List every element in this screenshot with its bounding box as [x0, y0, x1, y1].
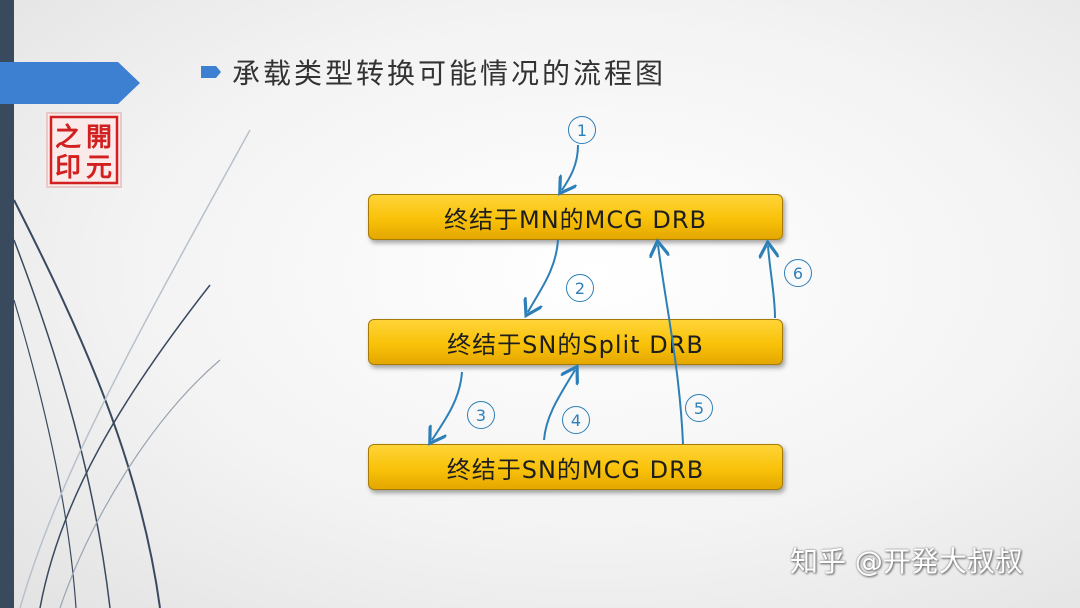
arrow-2: [528, 239, 559, 312]
box-sn-split-drb: 终结于SN的Split DRB: [368, 319, 783, 365]
arrow-label-3: 3: [467, 401, 495, 429]
seal-logo: 之 開 印 元: [46, 112, 122, 188]
arrow-label-5: 5: [685, 394, 713, 422]
seal-logo-mark: 之 開 印 元: [49, 115, 119, 185]
arrow-label-6: 6: [784, 259, 812, 287]
arrow-label-4: 4: [562, 406, 590, 434]
page-title: 承载类型转换可能情况的流程图: [232, 57, 667, 90]
arrow-label-2: 2: [566, 274, 594, 302]
arrow-label-1: 1: [568, 116, 596, 144]
left-sidebar-bar: [0, 0, 14, 608]
arrow-6: [768, 246, 775, 319]
seal-char-1: 之: [55, 122, 81, 153]
seal-char-2: 開: [86, 123, 112, 153]
seal-char-3: 印: [55, 153, 81, 183]
arrow-5: [658, 245, 684, 445]
box-sn-mcg-drb: 终结于SN的MCG DRB: [368, 444, 783, 490]
arrow-4: [543, 370, 575, 441]
bullet-arrow-icon: [201, 66, 221, 78]
arrow-3: [432, 371, 463, 440]
seal-char-4: 元: [86, 153, 112, 183]
arrow-1: [562, 144, 579, 190]
watermark-text: 知乎 @开発大叔叔: [790, 545, 1023, 578]
slide-title: 承载类型转换可能情况的流程图: [200, 52, 666, 92]
box-mn-mcg-drb: 终结于MN的MCG DRB: [368, 194, 783, 240]
blue-arrow-tab: [0, 62, 140, 104]
